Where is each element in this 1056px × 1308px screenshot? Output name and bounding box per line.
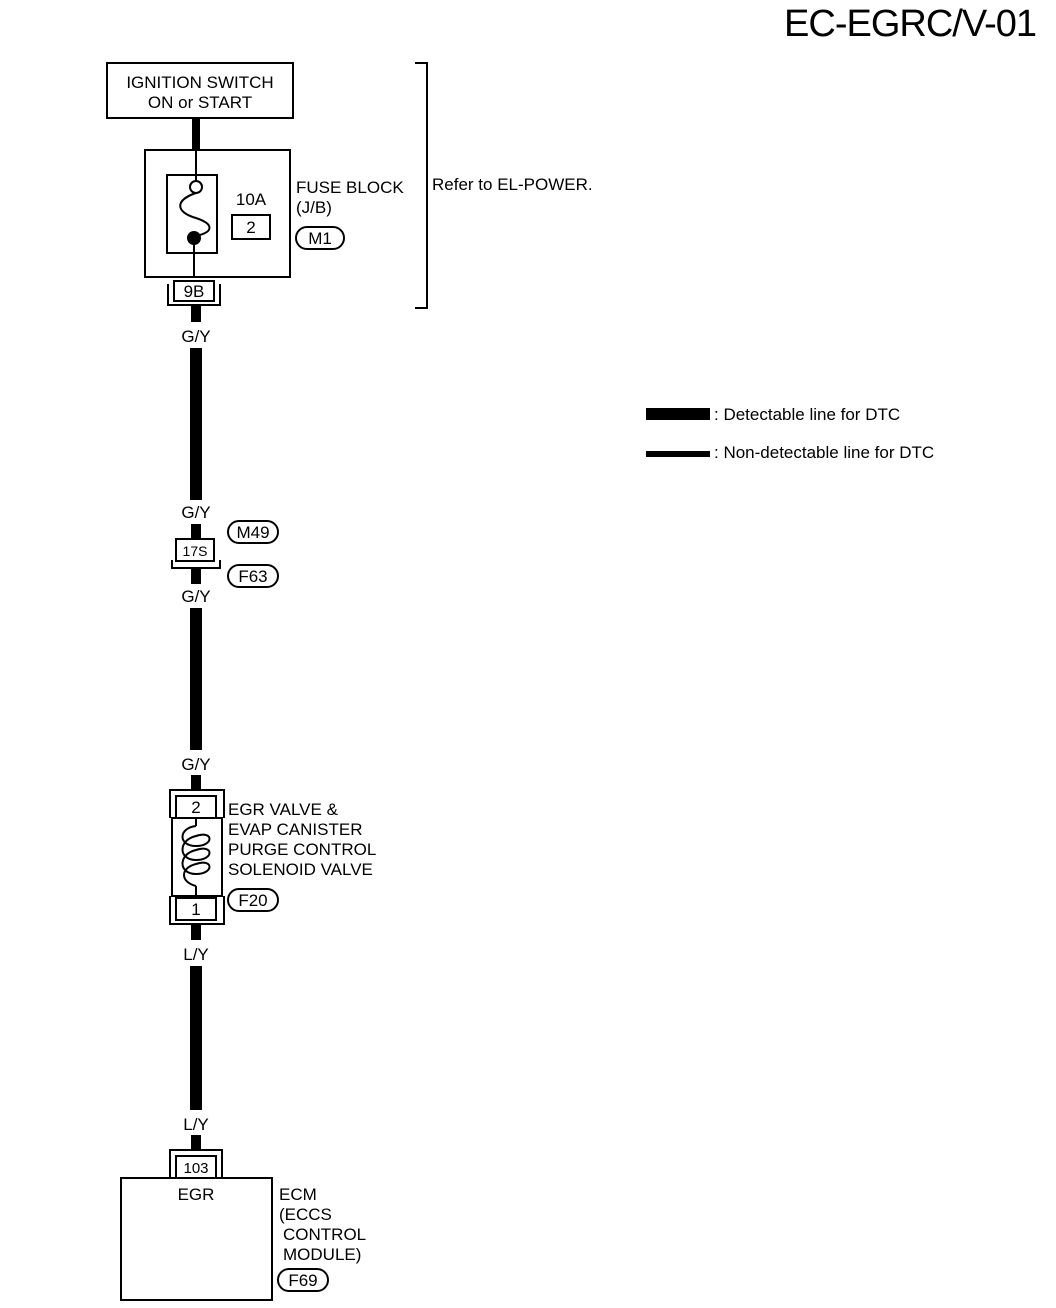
legend-non-detectable-text: : Non-detectable line for DTC [714, 443, 934, 462]
wire-color-gy-2: G/Y [181, 503, 210, 522]
egr-valve-label-line1: EGR VALVE & [228, 800, 339, 819]
reference-text: Refer to EL-POWER. [432, 175, 593, 194]
connector-9b-terminal: 9B [184, 282, 205, 301]
ecm-label-line3: CONTROL [283, 1225, 366, 1244]
page-title: EC-EGRC/V-01 [784, 3, 1036, 45]
egr-valve-housing-top [169, 789, 225, 818]
wire-color-ly-1: L/Y [183, 945, 209, 964]
egr-terminal-1-box [175, 897, 217, 921]
connector-f63-badge [227, 564, 279, 588]
fuse-rating: 10A [236, 190, 267, 209]
connector-9b-box [173, 280, 215, 302]
egr-valve-body [171, 817, 223, 897]
fuse-number: 2 [246, 218, 255, 237]
connector-f20-badge [227, 888, 279, 912]
ecm-terminal: 103 [183, 1160, 208, 1177]
ecm-label-line1: ECM [279, 1185, 317, 1204]
connector-f20-id: F20 [238, 891, 267, 910]
connector-m49-badge [227, 520, 279, 544]
connector-f69-badge [277, 1268, 329, 1292]
ignition-switch-box [106, 62, 294, 119]
ignition-label-line1: IGNITION SWITCH [126, 73, 273, 92]
egr-terminal-1: 1 [191, 900, 200, 919]
reference-bracket [415, 62, 428, 309]
ecm-connector-housing [169, 1149, 223, 1178]
ecm-label-line4: MODULE) [283, 1245, 361, 1264]
wire-color-gy-4: G/Y [181, 755, 210, 774]
ecm-pin-label: EGR [178, 1185, 215, 1204]
fuse-terminal-open [189, 180, 203, 194]
wire-color-gy-1: G/Y [181, 327, 210, 346]
egr-terminal-2: 2 [191, 798, 200, 817]
fuse-icon [179, 192, 211, 237]
fuse-connector-id: M1 [308, 229, 332, 248]
fuse-element-box [166, 174, 218, 254]
ecm-label-line2: (ECCS [279, 1205, 332, 1224]
connector-f69-id: F69 [288, 1271, 317, 1290]
solenoid-coil-icon [181, 825, 211, 887]
legend-non-detectable-swatch [646, 451, 710, 457]
fuse-number-box [231, 214, 271, 240]
connector-17s-terminal: 17S [183, 543, 208, 559]
fuse-block-sublabel: (J/B) [296, 198, 332, 217]
egr-valve-label-line4: SOLENOID VALVE [228, 860, 373, 879]
ignition-label-line2: ON or START [148, 93, 252, 112]
wire-color-gy-3: G/Y [181, 587, 210, 606]
fuse-connector-badge [295, 226, 345, 250]
connector-m49-id: M49 [236, 523, 269, 542]
legend-detectable-text: : Detectable line for DTC [714, 405, 900, 424]
legend-detectable-swatch [646, 408, 710, 420]
wire-color-ly-2: L/Y [183, 1115, 209, 1134]
fuse-block-label: FUSE BLOCK [296, 178, 404, 197]
connector-f63-id: F63 [238, 567, 267, 586]
egr-valve-label-line2: EVAP CANISTER [228, 820, 362, 839]
connector-17s-box [175, 538, 215, 562]
egr-valve-label-line3: PURGE CONTROL [228, 840, 376, 859]
ecm-box [120, 1177, 273, 1301]
